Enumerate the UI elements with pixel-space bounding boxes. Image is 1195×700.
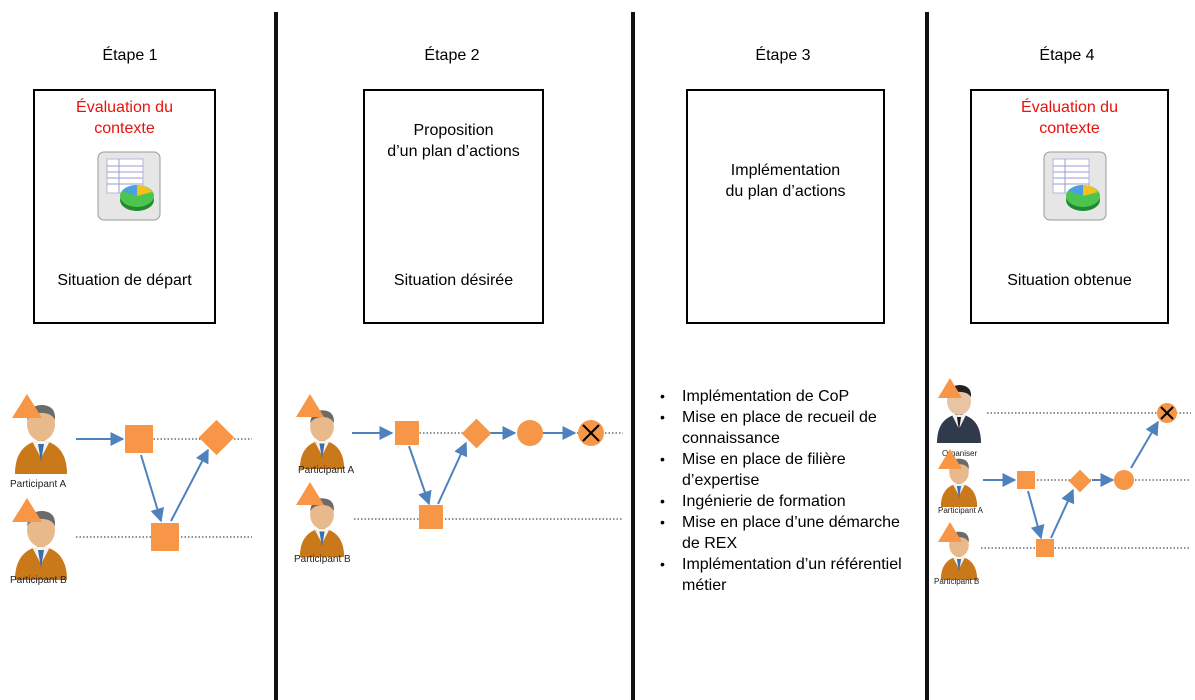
activity-square bbox=[125, 425, 153, 453]
action-item: Mise en place d’une démarche de REX bbox=[658, 512, 918, 554]
decision-diamond bbox=[198, 419, 235, 456]
action-item: Mise en place de filière d’expertise bbox=[658, 449, 918, 491]
step-4-title: Étape 4 bbox=[1039, 47, 1095, 64]
step-1-heading: Évaluation du contexte bbox=[76, 99, 173, 137]
flow-arrow bbox=[140, 454, 165, 523]
participant-b-label: Participant B bbox=[10, 575, 67, 586]
flow-arrow bbox=[170, 448, 209, 522]
participant-a-label: Participant A bbox=[298, 465, 354, 476]
end-event-icon bbox=[1157, 403, 1177, 423]
step-1-flow-diagram: Participant A Participant B bbox=[10, 394, 252, 586]
participant-b-avatar bbox=[299, 498, 345, 557]
step-4-heading: Évaluation du contexte bbox=[1021, 99, 1118, 137]
step-4-situation: Situation obtenue bbox=[1007, 272, 1132, 289]
step-4-box: Évaluation du contexte Situation obtenue bbox=[970, 89, 1169, 324]
step-4-flow-diagram: Organiser Participant A Participant B bbox=[934, 378, 1191, 586]
action-plan-list: Implémentation de CoP Mise en place de r… bbox=[658, 386, 918, 596]
participant-b-triangle bbox=[12, 498, 42, 522]
step-2-situation: Situation désirée bbox=[393, 272, 514, 289]
step-1-box: Évaluation du contexte Situation de dépa… bbox=[33, 89, 216, 324]
participant-b-label: Participant B bbox=[934, 577, 979, 586]
action-item: Mise en place de recueil de connaissance bbox=[658, 407, 918, 449]
step-3-box: Implémentation du plan d’actions bbox=[686, 89, 885, 324]
activity-square bbox=[395, 421, 419, 445]
activity-square bbox=[151, 523, 179, 551]
flow-arrow bbox=[1027, 490, 1045, 540]
activity-square bbox=[1036, 539, 1054, 557]
participant-a-avatar bbox=[299, 410, 345, 469]
participant-b-triangle bbox=[296, 482, 324, 505]
participant-a-triangle bbox=[938, 449, 962, 469]
event-circle bbox=[517, 420, 543, 446]
end-event-icon bbox=[578, 420, 604, 446]
action-item: Implémentation d’un référentiel métier bbox=[658, 554, 918, 596]
step-2-heading: Proposition d’un plan d’actions bbox=[387, 122, 520, 160]
activity-square bbox=[1017, 471, 1035, 489]
flow-arrow bbox=[1130, 420, 1159, 469]
event-circle bbox=[1114, 470, 1134, 490]
spreadsheet-chart-icon bbox=[97, 151, 161, 221]
participant-a-triangle bbox=[296, 394, 324, 417]
action-item: Ingénierie de formation bbox=[658, 491, 918, 512]
participant-b-label: Participant B bbox=[294, 554, 351, 565]
step-3-heading: Implémentation du plan d’actions bbox=[725, 162, 846, 200]
flow-arrow bbox=[408, 445, 432, 506]
organiser-triangle bbox=[938, 378, 962, 398]
column-divider-3 bbox=[925, 12, 929, 700]
step-1-situation: Situation de départ bbox=[57, 272, 192, 289]
participant-a-label: Participant A bbox=[938, 506, 984, 515]
step-3-title: Étape 3 bbox=[755, 47, 811, 64]
participant-a-triangle bbox=[12, 394, 42, 418]
decision-diamond bbox=[461, 418, 492, 449]
flow-arrow bbox=[437, 441, 468, 505]
action-item: Implémentation de CoP bbox=[658, 386, 918, 407]
participant-b-triangle bbox=[938, 522, 962, 542]
step-2-flow-diagram: Participant A Participant B bbox=[294, 394, 623, 565]
flow-arrow bbox=[1050, 488, 1075, 539]
column-divider-1 bbox=[274, 12, 278, 700]
step-1-title: Étape 1 bbox=[102, 47, 158, 64]
organiser-label: Organiser bbox=[942, 449, 977, 458]
step-2-box: Proposition d’un plan d’actions Situatio… bbox=[363, 89, 544, 324]
activity-square bbox=[419, 505, 443, 529]
participant-a-label: Participant A bbox=[10, 479, 66, 490]
step-2-title: Étape 2 bbox=[424, 47, 480, 64]
decision-diamond bbox=[1068, 469, 1092, 493]
spreadsheet-chart-icon bbox=[1043, 151, 1107, 221]
column-divider-2 bbox=[631, 12, 635, 700]
